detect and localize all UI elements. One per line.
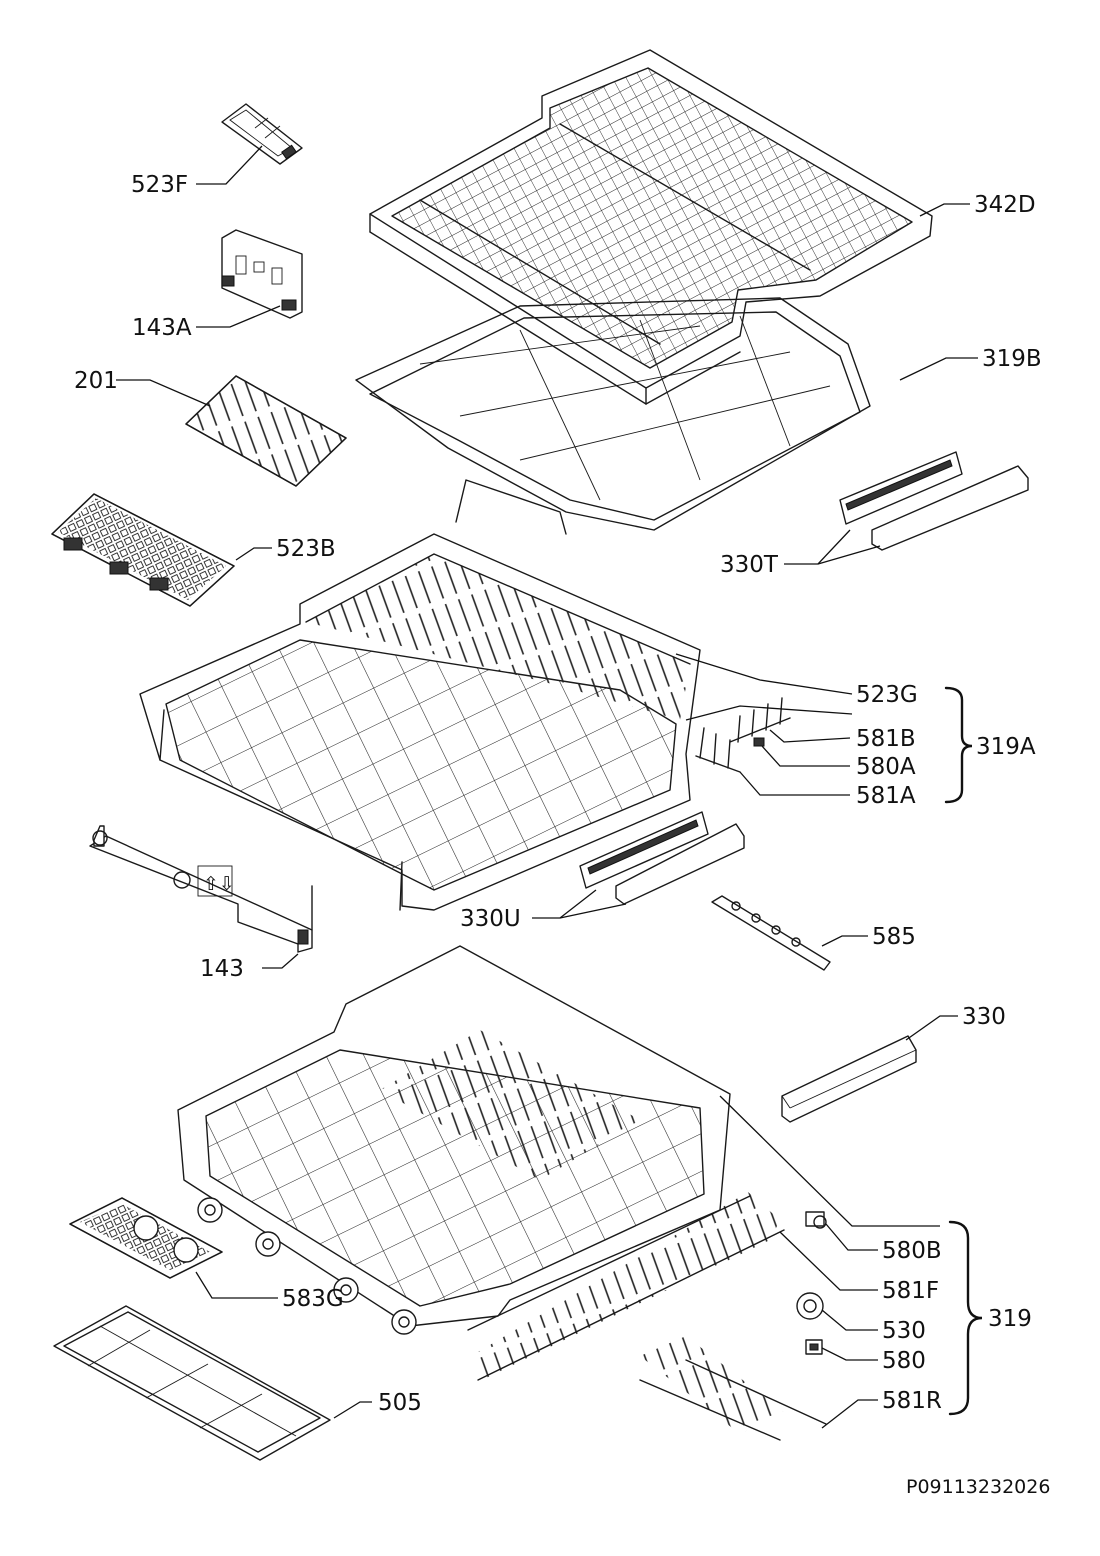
label-523G: 523G (856, 682, 918, 708)
part-583G-drawing (69, 1197, 223, 1279)
part-585-drawing (711, 895, 831, 971)
part-530-drawing (796, 1292, 824, 1320)
label-319: 319 (988, 1306, 1032, 1332)
part-319A-drawing (139, 533, 701, 911)
label-319B: 319B (982, 346, 1042, 372)
label-581F: 581F (882, 1278, 939, 1304)
part-201-drawing (185, 375, 347, 487)
part-581-tines-drawing (695, 697, 791, 773)
label-581A: 581A (856, 783, 916, 809)
group-brace-319 (948, 1220, 983, 1416)
label-143A: 143A (132, 315, 192, 341)
part-580B-drawing (805, 1211, 827, 1229)
label-581B: 581B (856, 726, 916, 752)
part-330U-drawing (579, 811, 745, 905)
part-319B-drawing (355, 297, 871, 535)
label-201: 201 (74, 368, 118, 394)
group-brace-319A (944, 686, 973, 804)
label-580B: 580B (882, 1238, 942, 1264)
part-330-drawing (781, 1035, 917, 1123)
part-330T-drawing (839, 451, 1029, 551)
label-580: 580 (882, 1348, 926, 1374)
label-330U: 330U (460, 906, 521, 932)
svg-text:⇧⇩: ⇧⇩ (203, 873, 235, 895)
part-523F-drawing (221, 103, 303, 165)
label-319A: 319A (976, 734, 1036, 760)
part-505-drawing (53, 1305, 331, 1461)
label-583G: 583G (282, 1286, 344, 1312)
part-580-drawing (805, 1339, 823, 1355)
label-342D: 342D (974, 192, 1036, 218)
label-523F: 523F (131, 172, 188, 198)
part-143-drawing: ⇧⇩ (89, 825, 313, 953)
part-581F-drawing (467, 1192, 785, 1381)
label-143: 143 (200, 956, 244, 982)
label-523B: 523B (276, 536, 336, 562)
part-523B-drawing (51, 493, 235, 607)
part-labels: 523F 143A 201 523B 342D 319B 330T 523G 5… (74, 172, 1050, 1498)
label-580A: 580A (856, 754, 916, 780)
label-505: 505 (378, 1390, 422, 1416)
label-581R: 581R (882, 1388, 942, 1414)
label-330T: 330T (720, 552, 779, 578)
part-319-drawing (177, 945, 731, 1335)
label-330: 330 (962, 1004, 1006, 1030)
label-530: 530 (882, 1318, 926, 1344)
drawing-code: P09113232026 (906, 1476, 1050, 1498)
leader-lines (116, 145, 978, 1429)
label-585: 585 (872, 924, 916, 950)
part-143A-drawing (221, 229, 303, 319)
part-581R-drawing (639, 1336, 827, 1441)
part-342D-drawing (369, 49, 933, 405)
